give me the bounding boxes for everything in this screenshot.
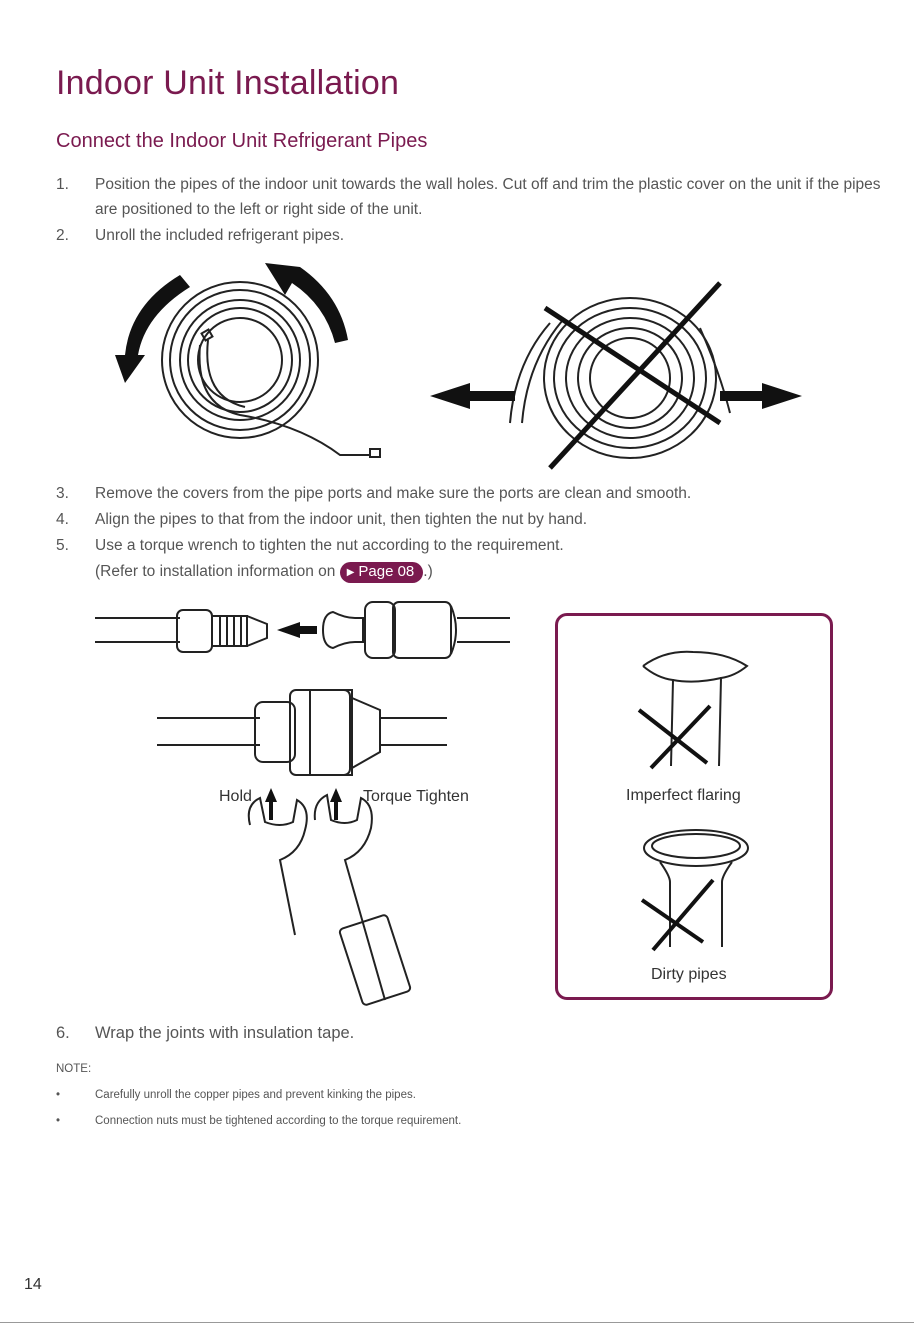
hold-label: Hold <box>219 788 252 805</box>
step-text: Position the pipes of the indoor unit to… <box>95 176 881 218</box>
step-number: 1. <box>56 176 69 193</box>
play-icon: ▶ <box>346 567 355 578</box>
bullet-icon: • <box>56 1115 61 1127</box>
page-number: 14 <box>24 1276 42 1293</box>
step-number: 5. <box>56 537 69 554</box>
step-number: 2. <box>56 227 69 244</box>
reference-suffix: .) <box>423 563 433 580</box>
wrong-flaring-box <box>555 613 833 1000</box>
step-text: Align the pipes to that from the indoor … <box>95 511 588 528</box>
step-number: 6. <box>56 1024 70 1042</box>
step-text: Unroll the included refrigerant pipes. <box>95 227 344 244</box>
step-number: 3. <box>56 485 69 502</box>
step-text: Use a torque wrench to tighten the nut a… <box>95 537 564 554</box>
imperfect-flaring-illustration <box>637 650 749 770</box>
footer-divider <box>0 1322 914 1323</box>
reference-prefix: (Refer to installation information on <box>95 563 336 580</box>
note-text: Carefully unroll the copper pipes and pr… <box>95 1089 416 1101</box>
torque-tighten-label: Torque Tighten <box>363 788 469 805</box>
note-heading: NOTE: <box>56 1063 92 1075</box>
step-text: Wrap the joints with insulation tape. <box>95 1024 355 1042</box>
page-title: Indoor Unit Installation <box>56 64 400 102</box>
step-text: Remove the covers from the pipe ports an… <box>95 485 692 502</box>
coiled-pipe-illustration <box>115 263 381 458</box>
dirty-pipes-label: Dirty pipes <box>651 966 727 983</box>
imperfect-flaring-label: Imperfect flaring <box>626 787 741 804</box>
wrong-unroll-illustration <box>430 281 802 470</box>
note-text: Connection nuts must be tightened accord… <box>95 1115 462 1127</box>
flare-connection-illustration <box>95 601 510 1006</box>
page-08-link[interactable]: ▶Page 08 <box>339 562 424 583</box>
section-title: Connect the Indoor Unit Refrigerant Pipe… <box>56 130 428 152</box>
page-link-label: Page 08 <box>358 563 415 580</box>
step-number: 4. <box>56 511 69 528</box>
bullet-icon: • <box>56 1089 61 1101</box>
dirty-pipes-illustration <box>640 829 749 952</box>
